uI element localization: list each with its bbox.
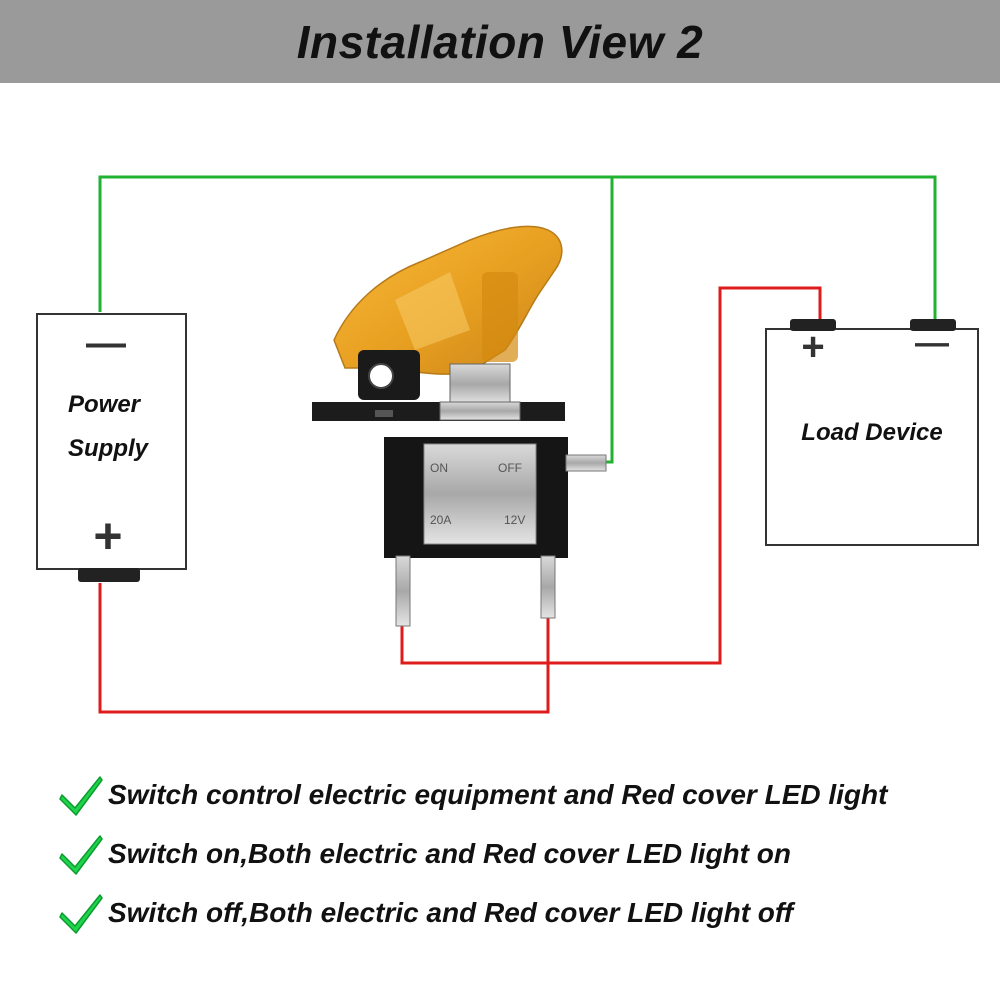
ground-terminal [565, 454, 607, 472]
power-supply: — Power Supply + [36, 313, 187, 582]
feature-text: Switch control electric equipment and Re… [108, 778, 888, 810]
load-plus-sign: + [801, 325, 824, 369]
check-icon [59, 835, 103, 875]
mounting-plate [312, 402, 565, 421]
switch-amp-label: 20A [430, 513, 451, 527]
title-bar: Installation View 2 [0, 0, 1000, 83]
feature-text: Switch off,Both electric and Red cover L… [108, 896, 794, 928]
switch-on-label: ON [430, 461, 448, 475]
feature-list: Switch control electric equipment and Re… [58, 765, 887, 942]
feature-text: Switch on,Both electric and Red cover LE… [108, 837, 791, 869]
power-supply-terminal [78, 568, 140, 582]
load-minus-sign: — [915, 324, 949, 362]
output-terminal [540, 555, 556, 619]
power-plus-sign: + [93, 508, 122, 564]
page-title: Installation View 2 [296, 15, 704, 68]
feature-item: Switch control electric equipment and Re… [58, 765, 887, 824]
feature-item: Switch off,Both electric and Red cover L… [58, 883, 887, 942]
load-minus-terminal [910, 319, 956, 331]
switch-volt-label: 12V [504, 513, 525, 527]
input-terminal [395, 555, 411, 627]
feature-item: Switch on,Both electric and Red cover LE… [58, 824, 887, 883]
switch-off-label: OFF [498, 461, 522, 475]
power-supply-label: Supply [68, 435, 150, 462]
power-supply-label: Power [68, 391, 142, 418]
load-device-label: Load Device [801, 419, 942, 446]
check-icon [59, 894, 103, 934]
check-icon [59, 776, 103, 816]
load-plus-terminal [790, 319, 836, 331]
power-minus-sign: — [86, 321, 126, 365]
load-device: + — Load Device [765, 319, 979, 546]
toggle-switch: ON OFF 20A 12V [312, 225, 607, 627]
positive-wire [98, 286, 822, 714]
